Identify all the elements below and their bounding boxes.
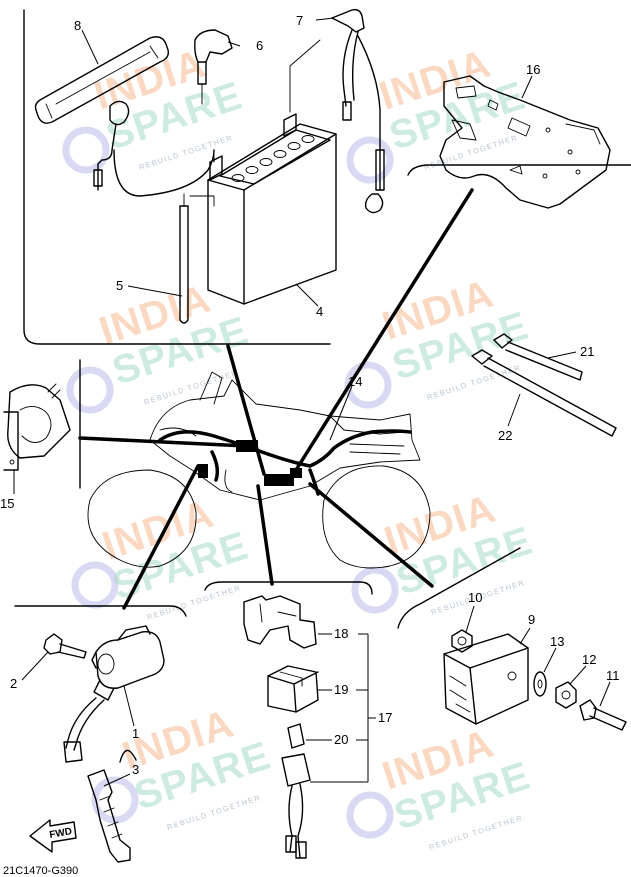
terminal-cover — [194, 29, 233, 105]
callout-19: 19 — [334, 682, 348, 697]
battery-bracket — [439, 75, 611, 209]
watermark-top: INDIA SPARE REBUILD TOGETHER — [62, 42, 248, 174]
battery — [207, 39, 337, 305]
callout-6: 6 — [256, 38, 263, 53]
callout-14: 14 — [348, 374, 362, 389]
bracket-17 — [310, 633, 376, 783]
collar-12 — [555, 681, 577, 709]
callout-18: 18 — [334, 626, 348, 641]
battery-cable — [331, 8, 385, 214]
fwd-label: FWD — [49, 826, 73, 841]
callout-2: 2 — [10, 676, 17, 691]
callout-3: 3 — [132, 762, 139, 777]
plug-cap — [87, 749, 137, 863]
watermark-lower-right: INDIA SPARE REBUILD TOGETHER — [351, 487, 538, 617]
callout-20: 20 — [334, 732, 348, 747]
callout-15: 15 — [0, 496, 14, 511]
bolt-11 — [579, 699, 627, 731]
motorcycle-outline — [87, 371, 431, 569]
breather-hose — [179, 193, 215, 324]
bolt-2 — [43, 633, 87, 659]
callout-5: 5 — [116, 278, 123, 293]
battery-cells — [231, 135, 315, 182]
callout-21: 21 — [580, 344, 594, 359]
cable-tie-short — [493, 333, 583, 381]
washer-13 — [533, 671, 547, 697]
fuse-box-cover — [243, 595, 317, 649]
rectifier-regulator — [443, 633, 529, 725]
watermark-bottom-right: INDIA SPARE REBUILD TOGETHER — [346, 722, 536, 852]
fwd-arrow: FWD — [29, 819, 77, 853]
fuse — [287, 723, 305, 749]
reference-lines — [78, 188, 474, 610]
callout-12: 12 — [582, 652, 596, 667]
callout-7: 7 — [296, 13, 303, 28]
drawing-code: 21C1470-G390 — [3, 865, 78, 877]
callout-16: 16 — [526, 62, 540, 77]
callout-labels: 8 6 7 16 5 4 14 21 22 15 2 1 3 18 19 17 … — [0, 13, 620, 777]
callout-10: 10 — [468, 590, 482, 605]
wire-harness — [158, 429, 412, 496]
watermark-lower-left: INDIA SPARE REBUILD TOGETHER — [71, 492, 254, 622]
callout-17: 17 — [378, 710, 392, 725]
callout-11: 11 — [606, 668, 620, 683]
watermark-bottom-left: INDIA SPARE REBUILD TOGETHER — [91, 702, 276, 832]
nut-10 — [451, 629, 473, 653]
cable-tie-long — [471, 349, 617, 437]
watermark-mid-right: INDIA SPARE REBUILD TOGETHER — [344, 272, 534, 409]
section-frames — [14, 9, 631, 629]
battery-strap — [34, 36, 170, 124]
leader-lines — [13, 17, 611, 787]
watermark-top-right: INDIA SPARE REBUILD TOGETHER — [346, 42, 531, 184]
callout-13: 13 — [550, 634, 564, 649]
callout-4: 4 — [316, 304, 323, 319]
callout-1: 1 — [132, 726, 139, 741]
fuse-holder — [281, 753, 311, 859]
callout-8: 8 — [74, 18, 81, 33]
ignition-coil — [63, 625, 165, 763]
fuse-box — [267, 665, 319, 713]
callout-9: 9 — [528, 612, 535, 627]
starter-relay — [3, 383, 71, 471]
callout-22: 22 — [498, 428, 512, 443]
